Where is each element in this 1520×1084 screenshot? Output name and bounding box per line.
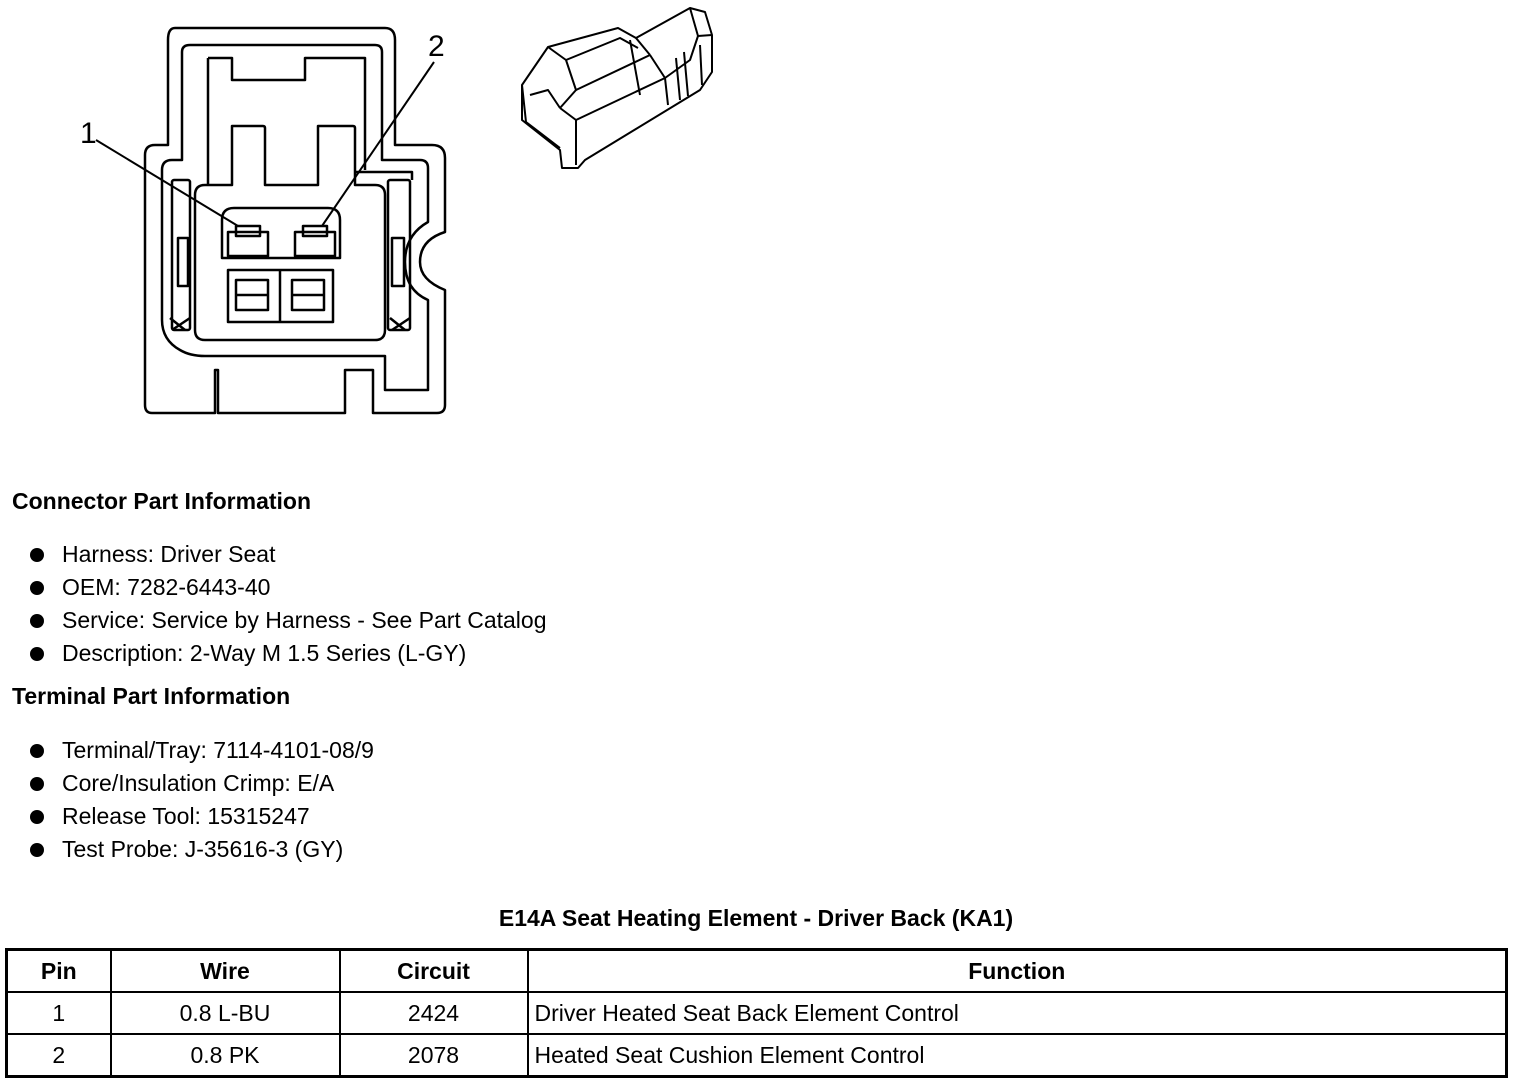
terminal-pin-2 [293, 230, 337, 258]
cell-pin: 2 [5, 1033, 112, 1078]
connector-inner-housing [160, 43, 430, 392]
callout-label-2: 2 [428, 30, 445, 63]
list-item: Terminal/Tray: 7114-4101-08/9 [30, 734, 374, 767]
terminal-pin-1 [226, 230, 270, 258]
header-circuit: Circuit [338, 948, 529, 993]
header-pin: Pin [5, 948, 112, 993]
bullet-icon [30, 614, 44, 628]
list-item: OEM: 7282-6443-40 [30, 571, 546, 604]
connector-outer-housing [143, 26, 447, 415]
list-item: Core/Insulation Crimp: E/A [30, 767, 374, 800]
connector-key-tab [208, 56, 367, 170]
header-function: Function [526, 948, 1508, 993]
bullet-icon [30, 777, 44, 791]
terminal-info-title: Terminal Part Information [12, 683, 291, 709]
cell-circuit: 2424 [338, 991, 529, 1035]
bullet-icon [30, 810, 44, 824]
cell-wire: 0.8 L-BU [109, 991, 341, 1035]
bullet-icon [30, 744, 44, 758]
cell-pin: 1 [5, 991, 112, 1035]
connector-info-title: Connector Part Information [12, 488, 312, 514]
connector-iso-view [521, 7, 713, 169]
terminal-info-list: Terminal/Tray: 7114-4101-08/9 Core/Insul… [30, 734, 374, 866]
pin-table: Pin Wire Circuit Function 1 0.8 L-BU 242… [5, 948, 1508, 1078]
header-wire: Wire [109, 948, 341, 993]
table-title: E14A Seat Heating Element - Driver Back … [498, 905, 1014, 931]
list-item: Test Probe: J-35616-3 (GY) [30, 833, 374, 866]
table-row: 1 0.8 L-BU 2424 Driver Heated Seat Back … [5, 991, 1508, 1035]
callout-line-1 [95, 139, 239, 227]
bullet-icon [30, 548, 44, 562]
bullet-icon [30, 843, 44, 857]
table-row: 2 0.8 PK 2078 Heated Seat Cushion Elemen… [5, 1033, 1508, 1078]
bullet-icon [30, 647, 44, 661]
connector-diagram: 1 2 [80, 7, 713, 415]
callout-line-2 [321, 61, 435, 227]
cell-circuit: 2078 [338, 1033, 529, 1078]
list-item: Service: Service by Harness - See Part C… [30, 604, 546, 637]
connector-cavity [193, 124, 387, 342]
bullet-icon [30, 581, 44, 595]
terminal-frame [220, 206, 342, 260]
callout-label-1: 1 [80, 117, 97, 150]
list-item: Harness: Driver Seat [30, 538, 546, 571]
cell-function: Driver Heated Seat Back Element Control [526, 991, 1508, 1035]
list-item: Description: 2-Way M 1.5 Series (L-GY) [30, 637, 546, 670]
cell-function: Heated Seat Cushion Element Control [526, 1033, 1508, 1078]
cell-wire: 0.8 PK [109, 1033, 341, 1078]
connector-info-list: Harness: Driver Seat OEM: 7282-6443-40 S… [30, 538, 546, 670]
table-header-row: Pin Wire Circuit Function [5, 948, 1508, 993]
list-item: Release Tool: 15315247 [30, 800, 374, 833]
